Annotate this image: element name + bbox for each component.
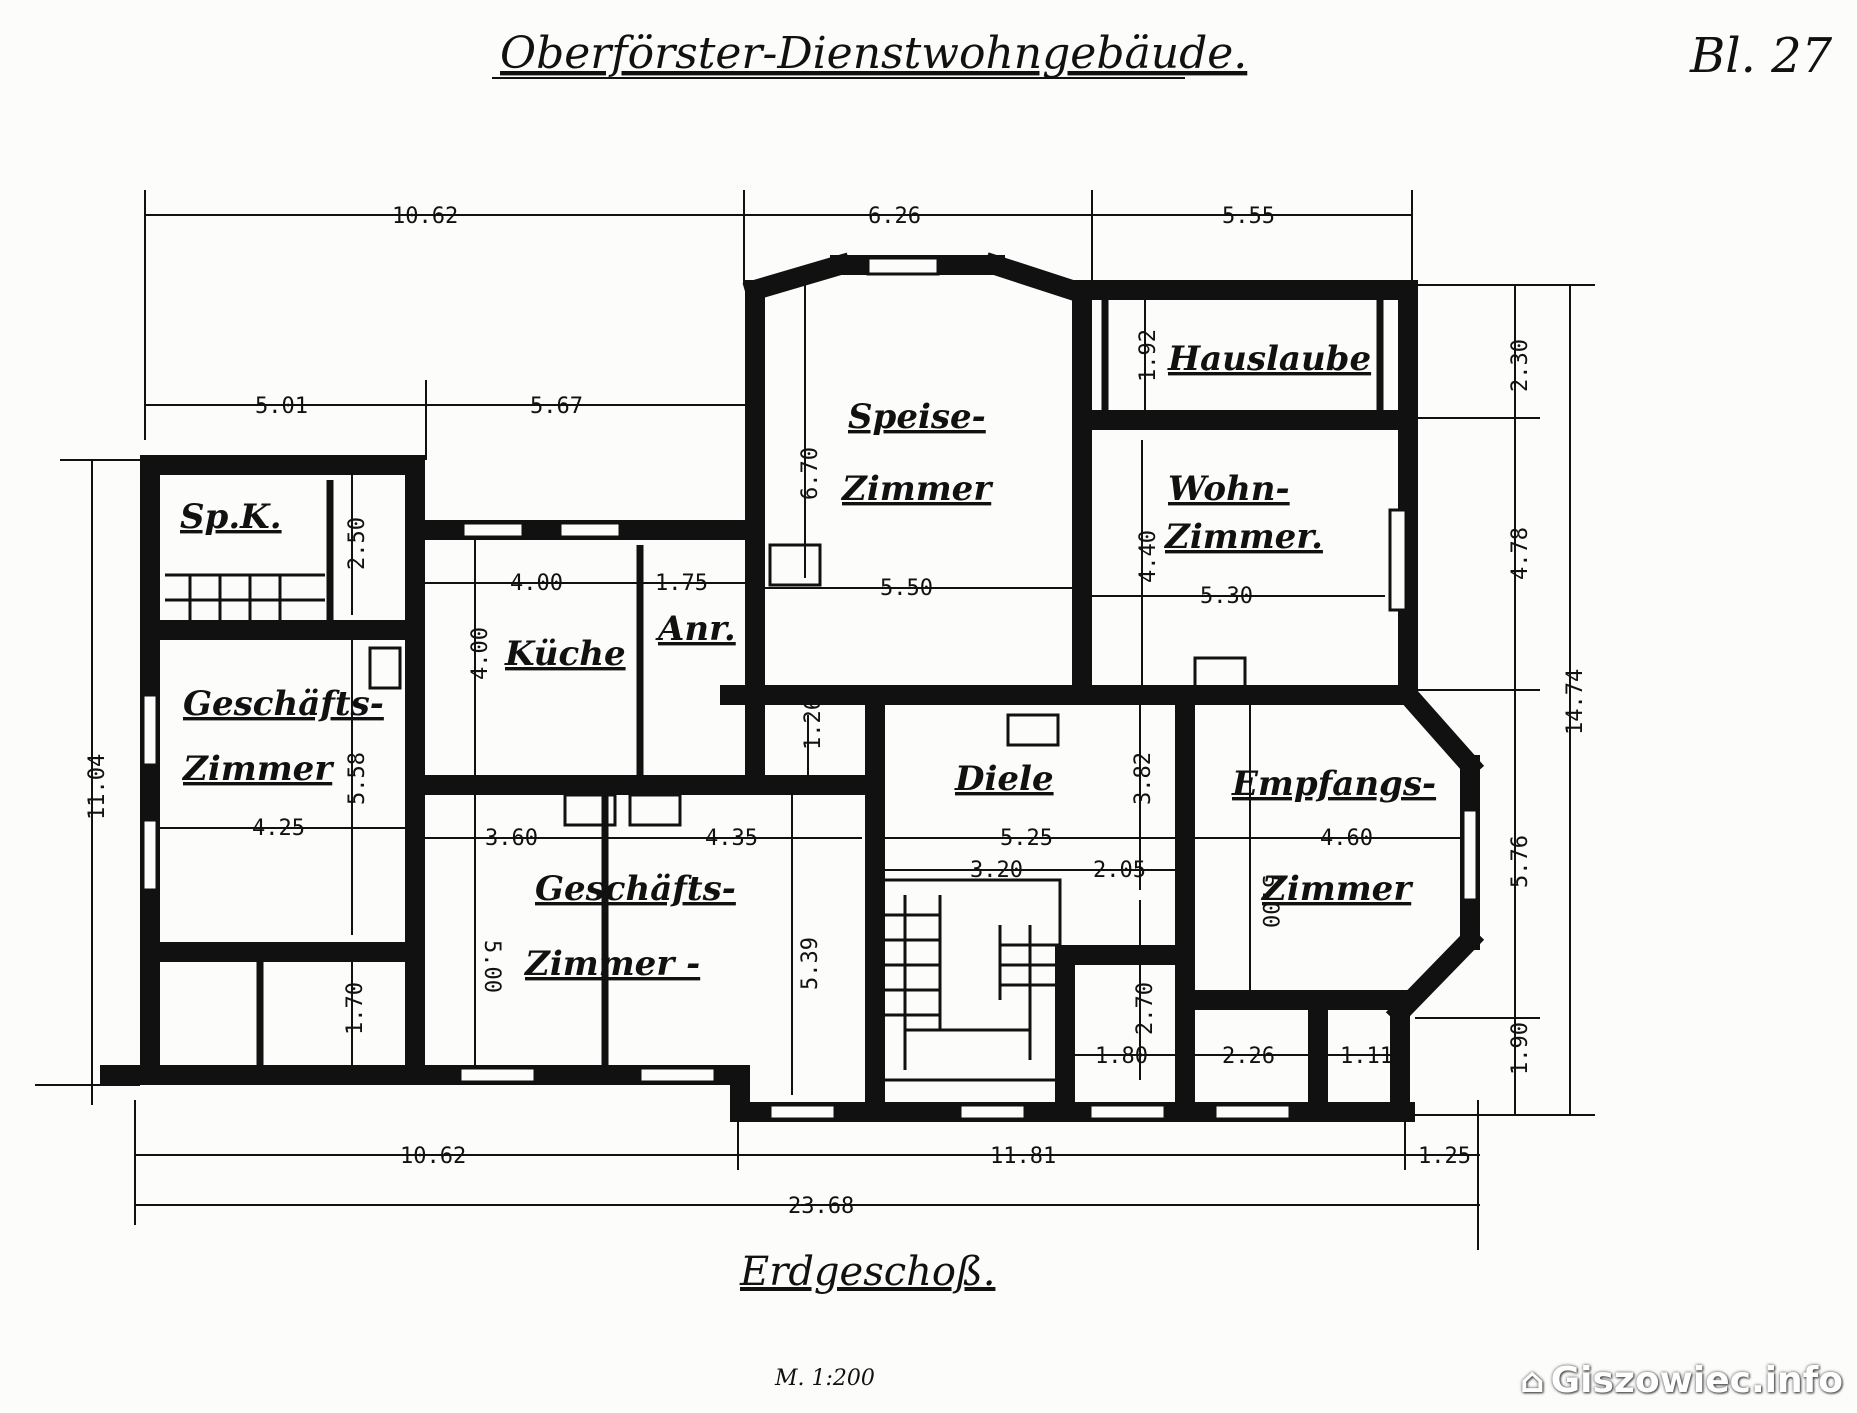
dim-bot-1181: 11.81: [990, 1144, 1056, 1169]
scale-label: M. 1:200: [774, 1366, 875, 1391]
room-wohn-label-2: Zimmer.: [1163, 517, 1323, 557]
dim-558: 5.58: [345, 752, 370, 805]
dim-111: 1.11: [1340, 1044, 1393, 1069]
staircase: [165, 573, 1062, 1082]
dim-1474: 14.74: [1563, 669, 1588, 735]
dim-190: 1.90: [1508, 1022, 1533, 1075]
room-empfangs-label-2: Zimmer: [1260, 869, 1413, 909]
dimension-labels: 10.62 6.26 5.55 5.01 5.67 1.92 2.30 6.70…: [85, 204, 1588, 1219]
dim-576: 5.76: [1508, 835, 1533, 888]
dim-bot-2368: 23.68: [788, 1194, 854, 1219]
dim-126: 1.26: [801, 697, 826, 750]
room-speise-label-2: Zimmer: [840, 469, 993, 509]
dim-539: 5.39: [798, 937, 823, 990]
room-empfangs-label: Empfangs-: [1231, 764, 1436, 804]
dim-226: 2.26: [1222, 1044, 1275, 1069]
room-geschaefts-mid-label: Geschäfts-: [535, 869, 736, 909]
dim-500a: 5.00: [1257, 875, 1282, 928]
dim-320: 3.20: [970, 858, 1023, 883]
dim-501: 5.01: [255, 394, 308, 419]
room-geschaefts-left-label: Geschäfts-: [183, 684, 384, 724]
dim-175: 1.75: [655, 571, 708, 596]
drawing-title: Oberförster-Dienstwohngebäude.: [500, 28, 1247, 79]
room-diele-label: Diele: [954, 759, 1054, 799]
room-wohn-label: Wohn-: [1168, 469, 1290, 509]
watermark-text: Giszowiec.info: [1550, 1360, 1843, 1401]
thin-walls: [256, 290, 1384, 1070]
dimension-lines: [35, 190, 1595, 1250]
walls: [100, 252, 1485, 1122]
dim-bot-1062: 10.62: [400, 1144, 466, 1169]
dim-400h: 4.00: [510, 571, 563, 596]
dim-400v: 4.00: [468, 627, 493, 680]
room-kueche-label: Küche: [504, 634, 626, 674]
dim-250: 2.50: [345, 517, 370, 570]
floor-label: Erdgeschoß.: [739, 1249, 995, 1295]
sheet-number: Bl. 27: [1689, 28, 1833, 84]
dim-192: 1.92: [1136, 329, 1161, 382]
room-geschaefts-left-label-2: Zimmer: [181, 749, 334, 789]
house-icon: ⌂: [1520, 1361, 1545, 1401]
room-labels: Speise- Zimmer Hauslaube Wohn- Zimmer. S…: [180, 339, 1436, 984]
dim-525: 5.25: [1000, 826, 1053, 851]
room-speise-label: Speise-: [848, 397, 986, 437]
dim-360: 3.60: [485, 826, 538, 851]
dim-440: 4.40: [1136, 530, 1161, 583]
dim-270: 2.70: [1133, 982, 1158, 1035]
dim-bot-125: 1.25: [1418, 1144, 1471, 1169]
dim-top-626: 6.26: [868, 204, 921, 229]
room-geschaefts-mid-label-2: Zimmer -: [523, 944, 700, 984]
dim-478: 4.78: [1508, 527, 1533, 580]
dim-670: 6.70: [798, 447, 823, 500]
room-hauslaube-label: Hauslaube: [1167, 339, 1371, 379]
dim-1104: 11.04: [85, 754, 110, 820]
dim-205: 2.05: [1093, 858, 1146, 883]
dim-530: 5.30: [1200, 584, 1253, 609]
dim-382: 3.82: [1131, 752, 1156, 805]
dim-567: 5.67: [530, 394, 583, 419]
dim-top-1062: 10.62: [392, 204, 458, 229]
dim-425: 4.25: [252, 816, 305, 841]
dim-230: 2.30: [1508, 339, 1533, 392]
dim-435: 4.35: [705, 826, 758, 851]
room-anr-label: Anr.: [655, 609, 736, 649]
dim-500b: 5.00: [479, 940, 504, 993]
dim-170: 1.70: [343, 982, 368, 1035]
dim-460: 4.60: [1320, 826, 1373, 851]
watermark: ⌂Giszowiec.info: [1520, 1360, 1843, 1401]
dim-top-555: 5.55: [1222, 204, 1275, 229]
dim-550: 5.50: [880, 576, 933, 601]
dim-180: 1.80: [1095, 1044, 1148, 1069]
windows: [141, 256, 1479, 1121]
room-spk-label: Sp.K.: [180, 497, 282, 537]
